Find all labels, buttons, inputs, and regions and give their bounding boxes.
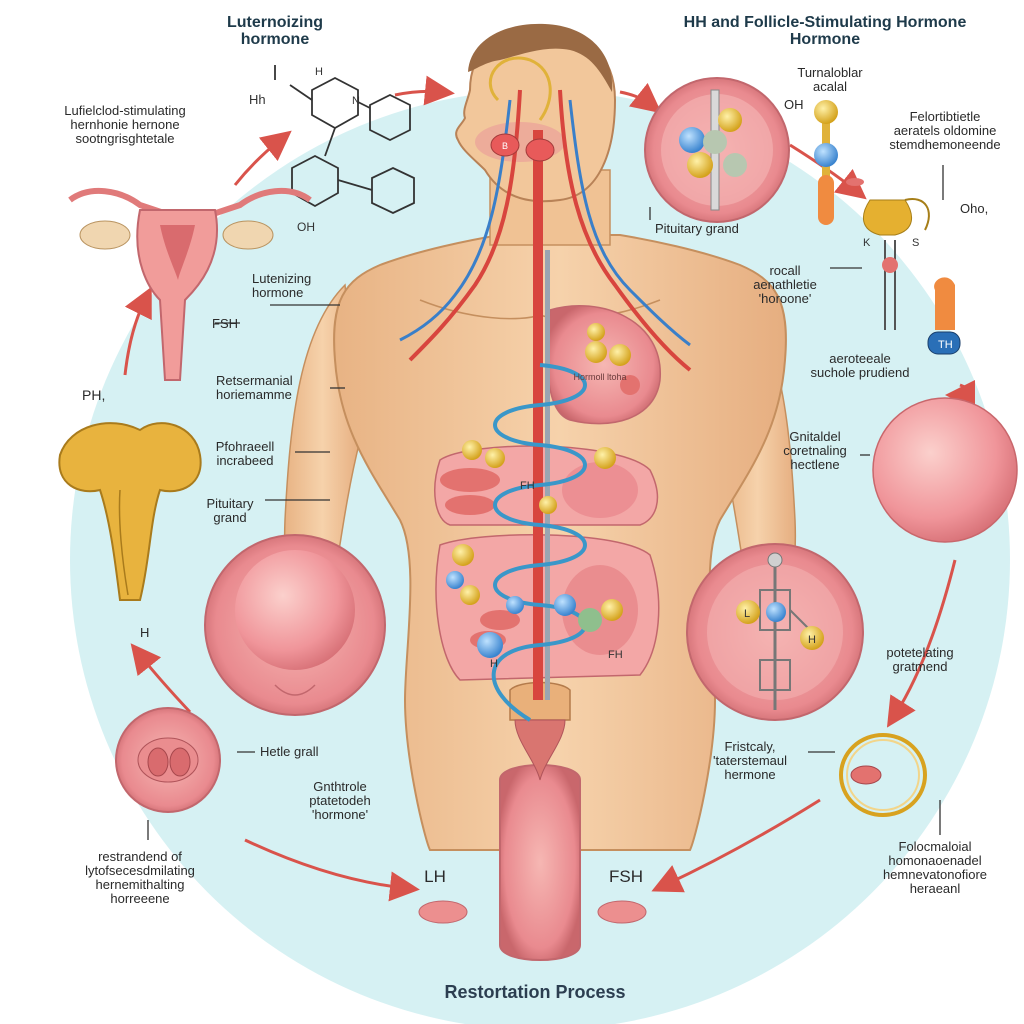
label-gnitaldel: Gnitaldel coretnaling hectlene — [783, 429, 847, 472]
label-phr: Pfohraeell incrabeed — [215, 439, 275, 468]
diagram-title: Restortation Process — [444, 982, 626, 1002]
abdomen-h-label: H — [490, 658, 498, 670]
arrow-right-mid — [945, 379, 976, 410]
arrow-bottom-right — [651, 798, 821, 893]
chem-label-h: H — [315, 66, 323, 78]
right-molecule-stalk — [814, 100, 961, 355]
label-pituitary-top: Pituitary grand — [655, 221, 739, 236]
label-oh-small: OH — [784, 97, 804, 112]
benzene-ring-2 — [369, 93, 411, 142]
label-pituitary-left: Pituitary grand — [206, 496, 254, 525]
label-hh-fsh-title: HH and Follicle-Stimulating Hormone Horm… — [683, 14, 967, 48]
hair — [468, 23, 613, 92]
right-molecule-circle — [686, 543, 864, 721]
arrow-top-right — [619, 82, 662, 114]
label-fristcaly: Fristcaly, 'taterstemaul hermone — [712, 739, 787, 782]
arrow-left-mid — [123, 286, 152, 376]
abdomen-fh2-label: FH — [608, 649, 623, 661]
chem-label-oh: OH — [297, 220, 315, 234]
fsh-pill — [597, 900, 647, 924]
label-retsermanial: Retsermanial horiemamme — [216, 373, 293, 402]
lh-pill — [418, 900, 468, 924]
label-fsh: FSH — [609, 867, 643, 886]
organ-stomach — [562, 462, 638, 518]
label-oho: Oho, — [960, 201, 989, 216]
label-bottom-right-desc: Folocmaloial homonaoenadel hemnevatonofi… — [882, 839, 988, 896]
human-body: B FH FH H Hormoll ltoha — [283, 23, 797, 961]
arrow-right-lower — [886, 559, 957, 728]
benzene-ring-1 — [311, 76, 359, 130]
right-pink-k: K — [863, 237, 871, 249]
label-left-top-desc: Lufielclod-stimulating hernhonie hernone… — [64, 103, 186, 146]
body-hormone-balls — [446, 323, 640, 658]
central-vessel-red — [533, 130, 543, 700]
right-pink-s: S — [912, 237, 919, 249]
vessel-blue-right — [568, 99, 691, 347]
arrow-bottom-left — [244, 838, 420, 902]
brain-pituitary-loop — [488, 56, 552, 121]
chest-organ-label: Hormoll ltoha — [573, 372, 626, 382]
bottom-left-circle — [115, 707, 221, 813]
label-fsh-small: FSH — [212, 316, 238, 331]
organ-kidney — [440, 468, 500, 492]
right-pink-th: TH — [938, 339, 953, 351]
label-rocall: rocall aenathletie 'horoone' — [753, 263, 817, 306]
benzene-ring-4 — [371, 167, 415, 214]
label-potelating: potetelating gratmend — [886, 645, 954, 674]
right-l-label: L — [744, 608, 750, 620]
left-pink-circle — [204, 534, 386, 716]
head-node-label: B — [502, 141, 508, 151]
right-h-label: H — [808, 634, 816, 646]
label-right-top-desc: Felortibtietle aeratels oldomine stemdhe… — [889, 109, 1001, 152]
label-gnthtrole: Gnthtrole ptatetodeh 'hormone' — [309, 779, 371, 822]
chem-label-n: N — [352, 95, 360, 107]
helix-strand — [491, 363, 587, 722]
organ-kidney-2 — [445, 495, 495, 515]
label-aeroteeale: aeroteeale suchole prudiend — [810, 351, 910, 380]
arrow-left-lower — [130, 643, 192, 714]
label-lh: LH — [424, 867, 446, 886]
yellow-organ-illustration — [58, 422, 202, 601]
pituitary-circle — [644, 77, 790, 223]
organ-small-1 — [480, 610, 520, 630]
pelvic-structure — [509, 681, 571, 721]
label-luteinizing-title: Luternoizing hormone — [227, 14, 323, 48]
chemical-structure — [274, 65, 415, 214]
vessel-blue-left — [399, 99, 512, 342]
chem-label-hh: Hh — [249, 92, 266, 107]
uterus-illustration — [68, 187, 312, 381]
abdomen-fh-label: FH — [520, 480, 535, 492]
label-h-bottom-left: H — [140, 625, 150, 640]
arrow-left-upper — [233, 130, 292, 186]
pointer-lines — [147, 165, 944, 840]
large-pink-sphere — [872, 397, 1018, 543]
central-vessel-gray — [545, 250, 550, 700]
label-lutenizing-hormone: Lutenizing hormone — [252, 271, 312, 300]
chest-organ-label-line: Hormoll ltoha — [573, 372, 626, 382]
vessel-red-right — [558, 89, 692, 372]
label-ph: PH, — [82, 387, 106, 403]
head-node-2 — [525, 138, 555, 162]
golden-ring — [839, 733, 927, 817]
head-node-1 — [490, 133, 520, 157]
label-bottom-left-desc: restrandend of lytofsecesdmilating herne… — [85, 849, 195, 906]
label-tubulobular: Turnaloblar acalal — [797, 65, 863, 94]
lower-organ — [499, 764, 581, 961]
arrow-top-left — [394, 75, 455, 106]
label-hetle: Hetle grall — [260, 744, 319, 759]
connecting-organ — [514, 719, 566, 781]
